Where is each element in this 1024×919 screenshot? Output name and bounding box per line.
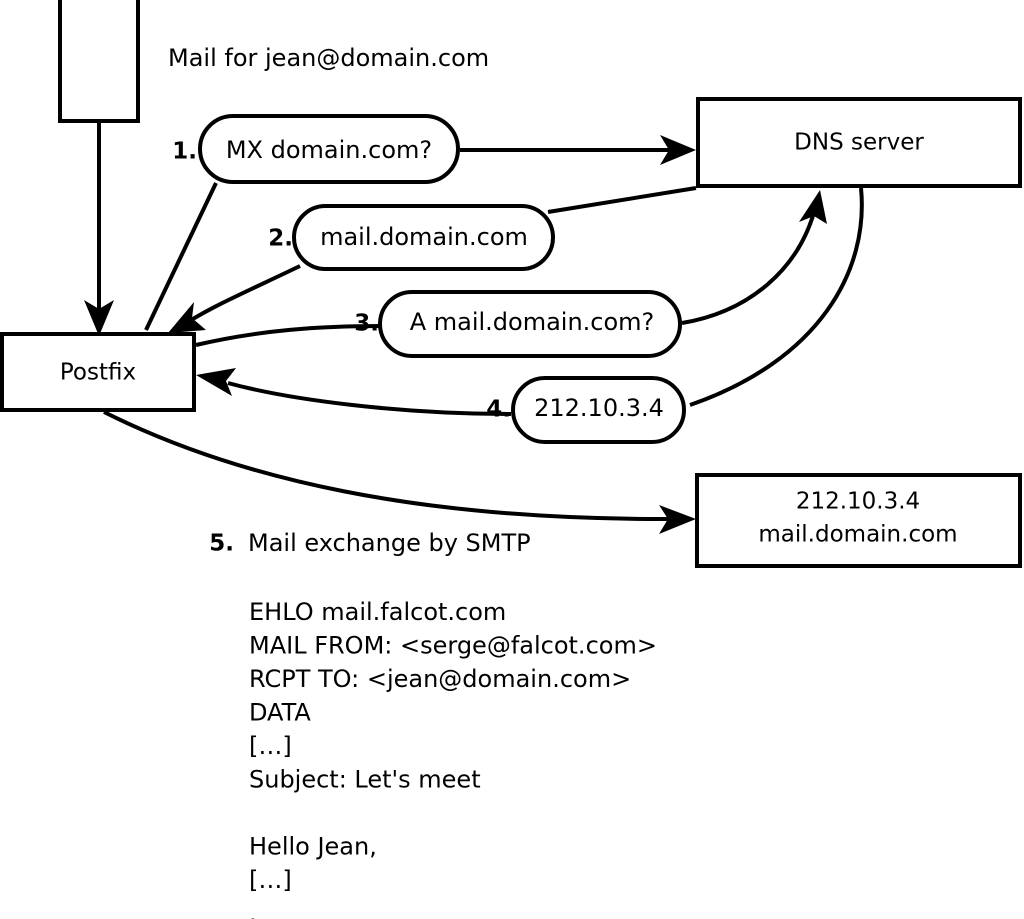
edge-step4-to-postfix: [196, 368, 512, 416]
edge-postfix-to-step3: [195, 324, 383, 347]
smtp-transcript-line: MAIL FROM: <serge@falcot.com>: [249, 632, 657, 660]
step-4-label: 212.10.3.4: [534, 394, 664, 422]
arrow-head-source-to-postfix: [84, 300, 114, 336]
step-4-number: 4.: [486, 397, 511, 423]
mail-host-box: [695, 473, 1022, 568]
edge-step4-to-postfix-line: [227, 381, 512, 416]
edge-step1-to-dns: [460, 135, 696, 165]
edge-dns-to-step2-line: [547, 186, 697, 214]
smtp-transcript-line: Hello Jean,: [249, 833, 377, 861]
smtp-transcript-line: EHLO mail.falcot.com: [249, 598, 506, 626]
arrow-head-step3-to-dns: [799, 190, 827, 224]
postfix-label: Postfix: [60, 360, 136, 386]
step-1[interactable]: 1. MX domain.com?: [172, 114, 460, 184]
step-2[interactable]: 2. mail.domain.com: [268, 204, 555, 271]
arrow-head-postfix-to-mailhost: [659, 505, 696, 534]
step-3-bubble: [378, 290, 682, 358]
step-1-label: MX domain.com?: [226, 136, 432, 164]
step-2-number: 2.: [268, 226, 293, 252]
step-2-label: mail.domain.com: [320, 223, 528, 251]
smtp-transcript-line: […]: [249, 866, 292, 894]
step-5-number: 5.: [209, 531, 234, 557]
node-mail-host[interactable]: 212.10.3.4 mail.domain.com: [695, 473, 1022, 568]
step-4[interactable]: 4. 212.10.3.4: [486, 376, 686, 444]
step-4-bubble: [511, 376, 686, 444]
smtp-transcript-line: DATA: [249, 699, 311, 727]
edge-postfix-to-mailhost-line: [103, 410, 671, 522]
arrow-head-step1-to-dns: [660, 135, 696, 165]
arrow-head-step4-to-postfix: [196, 368, 236, 396]
step-3[interactable]: 3. A mail.domain.com?: [354, 290, 682, 358]
mail-host-name-label: mail.domain.com: [758, 522, 957, 548]
mail-host-ip-label: 212.10.3.4: [796, 489, 920, 515]
arrow-head-step2-to-postfix: [168, 302, 206, 333]
dns-server-label: DNS server: [794, 130, 924, 156]
edge-postfix-to-mailhost: [103, 410, 696, 534]
smtp-transcript-line: […]: [249, 732, 292, 760]
smtp-transcript-line: Subject: Let's meet: [249, 766, 481, 794]
edge-dns-to-step2: [547, 186, 697, 214]
step-5-label: Mail exchange by SMTP: [248, 529, 531, 557]
smtp-transcript-line: .: [249, 900, 257, 919]
edge-source-to-postfix: [84, 123, 114, 336]
step-1-number: 1.: [172, 139, 197, 165]
edge-postfix-to-step1: [144, 182, 218, 331]
edge-step2-to-postfix-line: [186, 264, 301, 324]
edge-postfix-to-step3-line: [195, 324, 383, 347]
step-3-number: 3.: [354, 311, 379, 337]
mail-source-box: [58, 0, 140, 123]
node-mail-source[interactable]: [58, 0, 140, 123]
edge-step2-to-postfix: [168, 264, 301, 333]
edge-dns-to-step4-line: [689, 187, 864, 407]
step-1-bubble: [198, 114, 460, 184]
edge-step3-to-dns: [681, 190, 827, 325]
edge-step3-to-dns-line: [681, 204, 818, 325]
node-postfix[interactable]: Postfix: [0, 332, 196, 412]
edge-dns-to-step4: [689, 187, 864, 407]
step-3-label: A mail.domain.com?: [410, 308, 655, 336]
step-2-bubble: [292, 204, 555, 271]
mail-for-caption: Mail for jean@domain.com: [168, 44, 489, 72]
node-dns-server[interactable]: DNS server: [696, 97, 1022, 188]
edge-postfix-to-step1-line: [144, 182, 218, 331]
smtp-transcript-line: RCPT TO: <jean@domain.com>: [249, 665, 631, 693]
dns-server-box: [696, 97, 1022, 188]
postfix-box: [0, 332, 196, 412]
